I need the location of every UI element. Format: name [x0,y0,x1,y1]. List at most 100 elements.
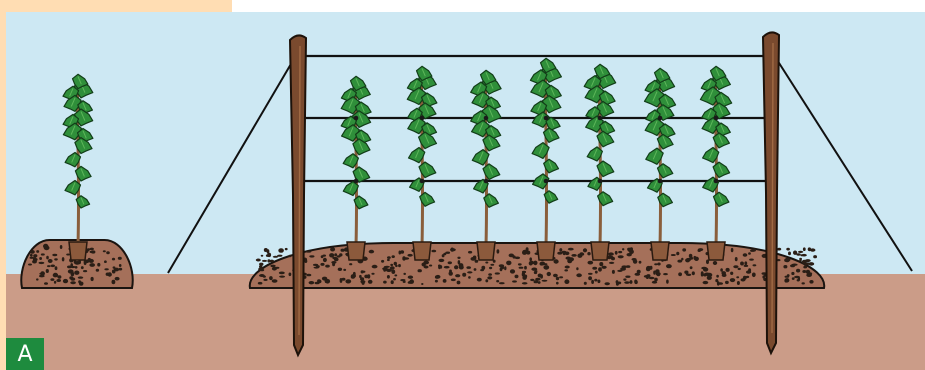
soil-speck [737,267,741,271]
soil-speck [608,255,614,259]
plant-pot [536,241,556,261]
soil-speck [274,266,280,269]
leaf-vein [478,94,484,104]
soil-speck [360,280,366,284]
soil-speck [89,247,94,251]
soil-speck [457,260,461,265]
soil-speck [445,251,451,254]
soil-speck [334,253,338,257]
soil-speck [518,266,524,269]
soil-speck [533,260,538,266]
soil-speck [387,258,390,262]
leaf-vein [653,180,658,189]
soil-speck [70,277,75,280]
plant-tie [657,178,663,184]
leaf-vein [349,183,354,192]
leaf-vein [662,165,667,174]
soil-speck [33,254,38,258]
leaf-vein [348,99,354,109]
soil-speck [802,270,807,273]
leaf-vein [604,93,609,102]
soil-speck [455,274,461,278]
soil-speck [632,259,638,264]
soil-speck [556,281,559,285]
soil-speck [784,278,788,283]
soil-speck [44,282,48,285]
soil-speck [654,263,658,266]
leaf-vein [662,136,667,145]
soil-speck [537,281,541,284]
leaf-vein [718,194,723,203]
leaf-vein [720,124,725,133]
soil-speck [571,254,577,257]
soil-speck [666,264,672,269]
soil-speck [716,281,720,286]
soil-speck [809,280,814,284]
leaf-vein [720,94,726,104]
soil-speck [685,273,690,276]
soil-speck [454,265,459,270]
leaf-vein [70,125,76,135]
soil-speck [634,280,638,285]
soil-speck [467,271,473,274]
soil-speck [608,252,614,256]
soil-speck [746,270,752,274]
soil-speck [77,276,84,279]
soil-speck [267,259,271,263]
soil-speck [744,261,748,266]
soil-speck [634,272,641,276]
leaf-vein [709,179,714,188]
soil-speck [703,273,707,277]
soil-speck [83,270,88,273]
soil-speck [364,274,369,279]
soil-speck [269,276,273,281]
soil-speck [431,249,437,253]
soil-speck [646,265,652,271]
soil-speck [269,259,274,263]
soil-speck [56,279,61,282]
soil-speck [588,276,592,281]
leaf-vein [593,179,598,187]
plant-tie [483,178,489,184]
soil-speck [450,278,456,282]
soil-speck [498,264,505,268]
plant-trellis-2 [406,65,438,261]
leaf-vein [602,163,608,173]
leaf-vein [718,164,723,173]
soil-speck [721,271,726,275]
soil-speck [677,259,683,263]
soil-speck [36,250,40,253]
soil-speck [466,266,472,269]
soil-speck [751,272,756,278]
soil-speck [740,278,746,282]
plant-pot [706,241,726,261]
soil-speck [508,253,514,258]
soil-speck [791,277,795,280]
soil-speck [636,269,641,274]
soil-speck [383,268,387,272]
soil-speck [66,253,70,256]
leaf-vein [80,111,86,121]
leaf-vein [538,82,544,93]
leaf-vein [604,123,609,132]
soil-speck [565,256,571,260]
soil-speck [504,266,507,271]
soil-speck [648,276,655,280]
soil-speck [625,265,631,268]
leaf-vein [591,108,596,117]
soil-speck [80,266,84,270]
soil-speck [715,279,719,283]
soil-speck [555,276,560,281]
soil-speck [733,265,739,269]
plant-tie [419,178,425,184]
soil-speck [458,263,464,268]
leaf-vein [715,68,720,77]
leaf-vein [599,66,604,75]
leaf-vein [80,139,86,149]
leaf-vein [548,192,553,200]
leaf-vein [80,168,85,177]
plant-trellis-4 [529,57,562,261]
soil-speck [604,282,610,286]
soil-speck [260,254,264,257]
